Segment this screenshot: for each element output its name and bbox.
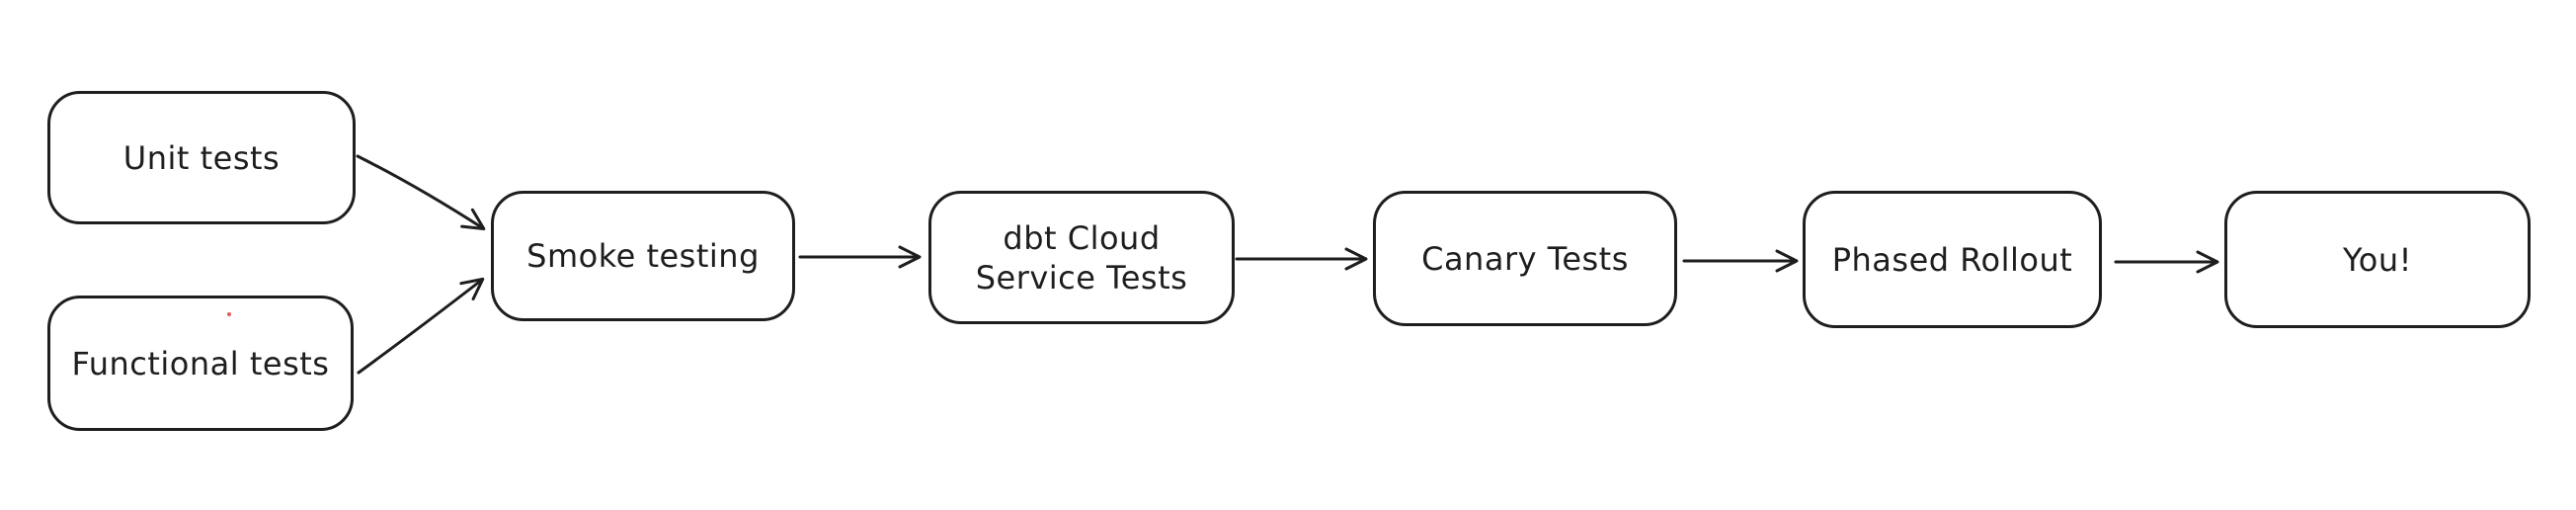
node-dbt-cloud-service-tests-label: dbt Cloud Service Tests [975, 218, 1188, 297]
node-functional-tests-label: Functional tests [71, 344, 330, 382]
node-canary-tests: Canary Tests [1373, 191, 1677, 326]
stray-red-dot [227, 312, 231, 316]
node-unit-tests-label: Unit tests [122, 138, 281, 177]
node-phased-rollout: Phased Rollout [1803, 191, 2102, 328]
node-canary-tests-label: Canary Tests [1421, 239, 1629, 278]
node-you: You! [2224, 191, 2531, 328]
edge-unit-tests-to-smoke-testing [356, 154, 486, 231]
node-functional-tests: Functional tests [47, 296, 354, 431]
node-phased-rollout-label: Phased Rollout [1831, 240, 2073, 279]
node-you-label: You! [2343, 240, 2412, 279]
node-dbt-cloud-service-tests: dbt Cloud Service Tests [928, 191, 1235, 324]
node-unit-tests: Unit tests [47, 91, 356, 224]
edge-functional-tests-to-smoke-testing [357, 277, 485, 375]
node-smoke-testing: Smoke testing [491, 191, 795, 321]
node-smoke-testing-label: Smoke testing [526, 237, 760, 275]
